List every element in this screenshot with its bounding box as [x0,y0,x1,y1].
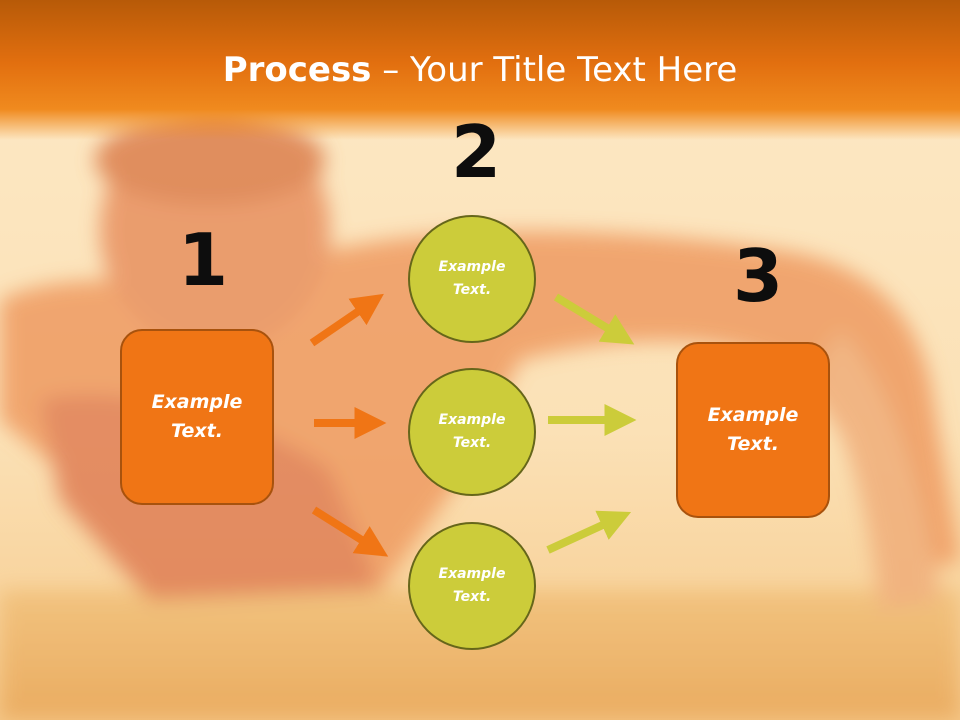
step-number-3: 3 [733,234,784,318]
circle-middle-label: Example Text. [438,412,506,451]
arrow-bottom-to-right [546,510,632,554]
title-bar [0,0,960,140]
process-box-left[interactable]: Example Text. [120,329,274,505]
arrow-left-to-bottom [311,506,389,557]
process-circle-top[interactable]: Example Text. [408,215,536,343]
circle-top-label: Example Text. [438,259,506,298]
circle-bottom-label: Example Text. [438,566,506,605]
process-circle-middle[interactable]: Example Text. [408,368,536,496]
title-bold: Process [222,50,372,90]
box-right-label: Example Text. [707,404,799,455]
step-number-2: 2 [451,110,502,194]
slide-title: Process – Your Title Text Here [0,50,960,90]
title-rest: – Your Title Text Here [371,50,738,90]
process-box-right[interactable]: Example Text. [676,342,830,518]
arrow-left-to-top [309,293,384,347]
process-circle-bottom[interactable]: Example Text. [408,522,536,650]
step-number-1: 1 [178,218,229,302]
arrow-top-to-right [553,293,635,345]
box-left-label: Example Text. [151,391,243,442]
